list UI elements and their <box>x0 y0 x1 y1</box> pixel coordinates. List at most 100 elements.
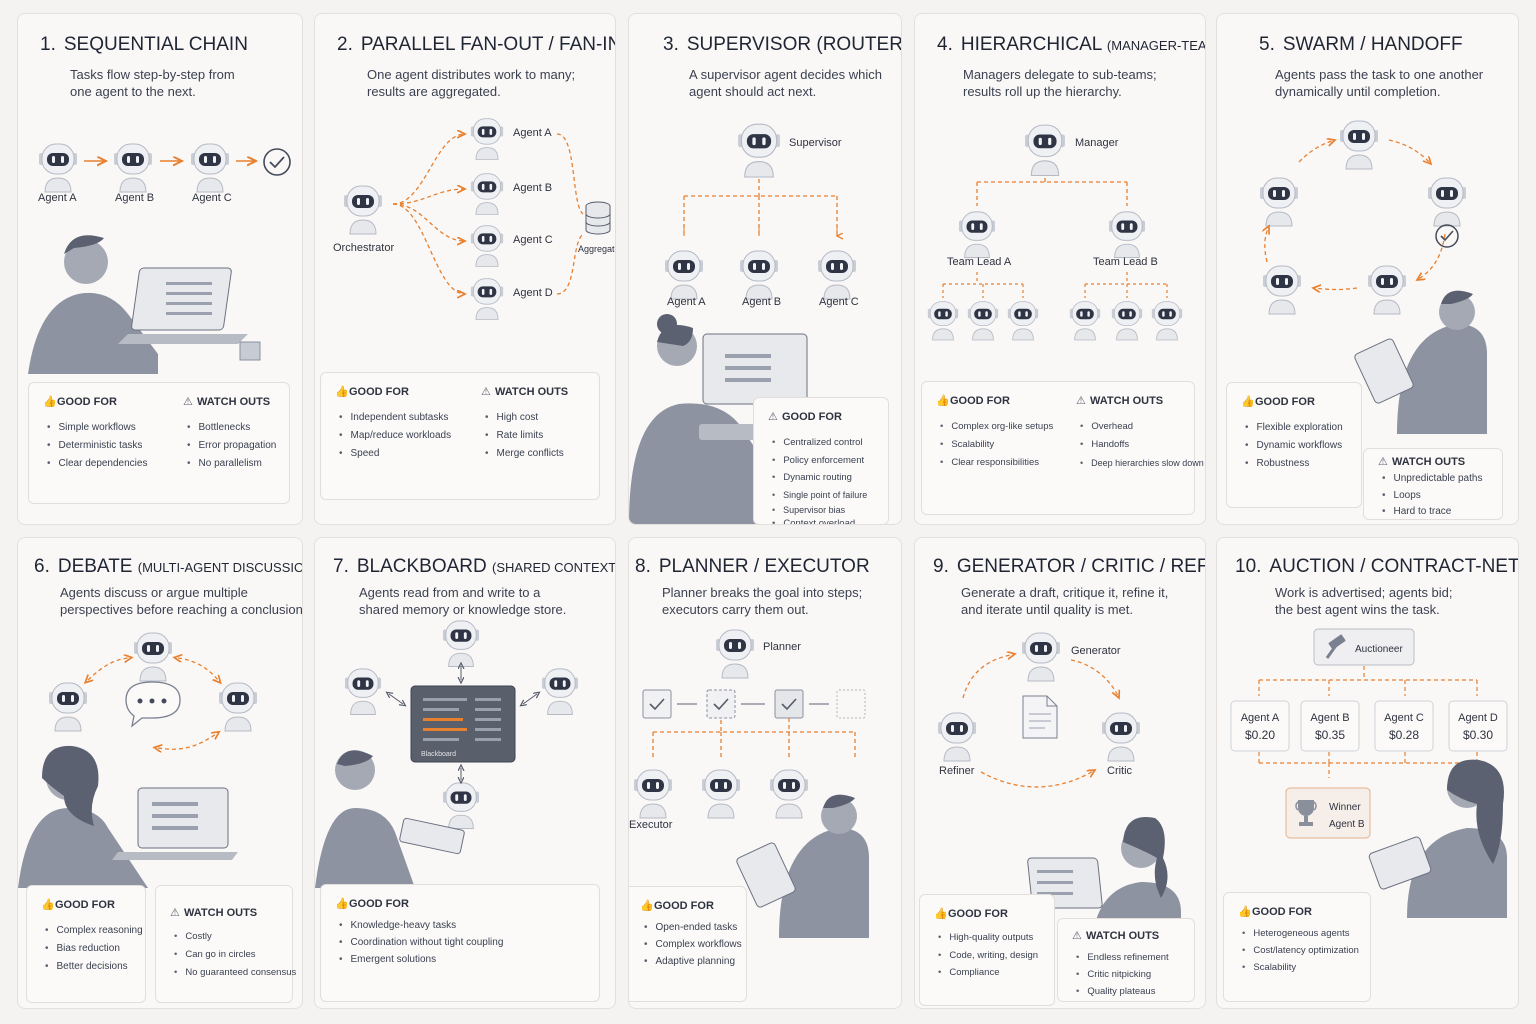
list-item: Error propagation <box>187 437 277 455</box>
thumbs-up-icon: 👍 <box>41 899 55 911</box>
robot-agent-icon <box>470 278 504 320</box>
robot-agent-icon <box>716 629 754 679</box>
robot-agent-icon <box>470 118 504 160</box>
list-item: Deep hierarchies slow down <box>1080 454 1204 472</box>
panel-heading: GOOD FOR <box>349 898 409 910</box>
list-item: Handoffs <box>1080 436 1204 454</box>
planner-label: Planner <box>763 641 801 653</box>
robot-agent-icon <box>1428 177 1466 227</box>
good-for-panel: 👍GOOD FOR Complex org-like setupsScalabi… <box>921 381 1204 515</box>
list-item: Bottlenecks <box>187 419 276 437</box>
thumbs-up-icon: 👍 <box>335 386 349 398</box>
agent-label: Agent A <box>38 192 77 204</box>
card-auction: 10. AUCTION / CONTRACT-NET Work is advert… <box>1216 537 1519 1009</box>
list-item: Bias reduction <box>45 940 143 958</box>
robot-agent-icon <box>1102 712 1140 762</box>
card-description: Tasks flow step-by-step from one agent t… <box>70 67 235 99</box>
robot-agent-icon <box>1007 301 1039 341</box>
aggregate-label: Aggregate <box>578 244 616 254</box>
watch-outs-column: ⚠WATCH OUTS OverheadHandoffsDeep hierarc… <box>1062 382 1204 514</box>
good-for-panel: 👍GOOD FOR Independent subtasksMap/reduce… <box>320 372 600 500</box>
manager-label: Manager <box>1075 137 1119 149</box>
list-item: Costly <box>174 928 296 946</box>
list-item: Map/reduce workloads <box>339 427 452 445</box>
card-title-text: SEQUENTIAL CHAIN <box>63 34 248 55</box>
card-debate: 6.DEBATE (MULTI-AGENT DISCUSSION) Agents… <box>17 537 303 1009</box>
card-number: 7. <box>333 556 349 577</box>
panel-heading: GOOD FOR <box>654 900 714 912</box>
card-swarm-handoff: 5.SWARM / HANDOFF Agents pass the task t… <box>1216 13 1519 525</box>
person-illustration <box>28 235 261 374</box>
list-item: Loops <box>1382 488 1482 505</box>
list-item: Critic nitpicking <box>1076 966 1169 983</box>
card-planner-executor: 8.PLANNER / EXECUTOR Planner breaks the … <box>628 537 902 1009</box>
bid-box: Agent B$0.35 <box>1300 700 1360 752</box>
robot-agent-icon <box>738 123 780 178</box>
robot-agent-icon <box>39 143 77 193</box>
panel-heading: WATCH OUTS <box>1392 456 1466 468</box>
thumbs-up-icon: 👍 <box>934 908 948 920</box>
card-title-text: AUCTION / CONTRACT-NET <box>1269 556 1519 577</box>
robot-agent-icon <box>219 682 257 732</box>
good-for-panel: 👍GOOD FOR High-quality outputsCode, writ… <box>919 894 1055 1006</box>
robot-agent-icon <box>1025 124 1065 177</box>
list-item: Complex org-like setups <box>940 418 1053 436</box>
list-item: Context overload <box>772 517 867 524</box>
robot-agent-icon <box>1108 211 1146 258</box>
bid-price: $0.35 <box>1315 728 1345 742</box>
agent-label: Agent B <box>742 296 781 308</box>
card-description: Work is advertised; agents bid; the best… <box>1275 585 1453 617</box>
robot-agent-icon <box>927 301 959 341</box>
card-title-text: BLACKBOARD <box>356 556 487 577</box>
agent-label: Agent B <box>115 192 154 204</box>
card-title-text: GENERATOR / CRITIC / REFINER <box>956 556 1206 577</box>
list-item: Clear dependencies <box>47 455 148 473</box>
thumbs-up-icon: 👍 <box>43 396 57 408</box>
robot-agent-icon <box>665 250 703 300</box>
list-item: Overhead <box>1080 418 1204 436</box>
card-number: 9. <box>933 556 949 577</box>
document-icon <box>1022 695 1058 739</box>
list-item: Policy enforcement <box>772 452 867 470</box>
list-item: Supervisor bias <box>772 504 867 517</box>
list-item: Simple workflows <box>47 419 147 437</box>
robot-agent-icon <box>958 211 996 258</box>
trophy-icon <box>1295 800 1317 826</box>
robot-agent-icon <box>1260 177 1298 227</box>
card-title: 8.PLANNER / EXECUTOR <box>635 556 870 578</box>
robot-agent-icon <box>1368 265 1406 315</box>
list-item: Flexible exploration <box>1245 419 1343 437</box>
robot-agent-icon <box>770 769 808 819</box>
robot-agent-icon <box>634 769 672 819</box>
person-illustration <box>1354 290 1487 434</box>
card-title-text: DEBATE <box>57 556 133 577</box>
card-description: Agents discuss or argue multiple perspec… <box>60 585 303 617</box>
card-title-text: SWARM / HANDOFF <box>1282 34 1463 55</box>
list-item: Hard to trace <box>1382 504 1482 521</box>
card-title: 3.SUPERVISOR (ROUTER) <box>663 34 901 56</box>
robot-agent-icon <box>1111 301 1143 341</box>
card-sequential-chain: 1.SEQUENTIAL CHAIN Tasks flow step-by-st… <box>17 13 303 525</box>
card-subtitle: (MULTI-AGENT DISCUSSION) <box>137 560 303 575</box>
list-item: Emergent solutions <box>339 951 503 968</box>
person-illustration <box>18 745 238 888</box>
list-item: Heterogeneous agents <box>1242 925 1359 942</box>
step-checkbox <box>774 689 804 719</box>
card-number: 10. <box>1235 556 1262 577</box>
agent-label: Agent C <box>192 192 232 204</box>
check-circle-icon <box>1435 224 1459 248</box>
warning-icon: ⚠ <box>1378 456 1388 468</box>
good-for-panel: 👍GOOD FOR Simple workflowsDeterministic … <box>28 382 290 504</box>
good-for-panel: ⚠GOOD FOR Centralized controlPolicy enfo… <box>753 397 889 524</box>
list-item: Single point of failure <box>772 487 867 505</box>
bid-agent-label: Agent C <box>1384 712 1424 724</box>
orchestrator-label: Orchestrator <box>333 242 394 254</box>
robot-agent-icon <box>702 769 740 819</box>
card-title: 2.PARALLEL FAN-OUT / FAN-IN <box>337 34 615 56</box>
panel-heading: WATCH OUTS <box>197 396 271 408</box>
thumbs-up-icon: 👍 <box>936 395 950 407</box>
robot-agent-icon <box>1263 265 1301 315</box>
card-generator-critic: 9.GENERATOR / CRITIC / REFINER Generate … <box>914 537 1206 1009</box>
critic-label: Critic <box>1107 765 1133 777</box>
